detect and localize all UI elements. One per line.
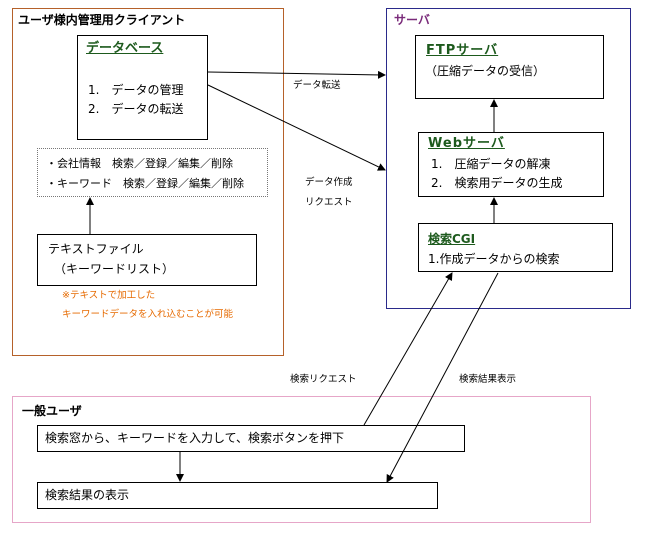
label-data-create-2: リクエスト bbox=[305, 197, 353, 208]
cgi-title: 検索CGI bbox=[428, 232, 476, 246]
database-box bbox=[77, 35, 208, 140]
cgi-box bbox=[418, 223, 613, 272]
label-search-result: 検索結果表示 bbox=[459, 374, 517, 385]
textfile-line2: （キーワードリスト） bbox=[54, 262, 175, 276]
ftp-desc: （圧縮データの受信） bbox=[425, 64, 546, 78]
web-box bbox=[418, 132, 604, 197]
label-search-request: 検索リクエスト bbox=[290, 374, 357, 385]
client-title: ユーザ様内管理用クライアント bbox=[18, 13, 186, 27]
note-line1: ※テキストで加工した bbox=[62, 290, 156, 301]
user-step1: 検索窓から、キーワードを入力して、検索ボタンを押下 bbox=[45, 431, 345, 445]
database-title: データベース bbox=[86, 41, 164, 56]
info-company: ・会社情報 検索／登録／編集／削除 bbox=[46, 157, 233, 170]
cgi-desc: 1.作成データからの検索 bbox=[428, 252, 560, 266]
client-panel bbox=[12, 8, 284, 356]
user-step2-box bbox=[37, 482, 438, 509]
textfile-line1: テキストファイル bbox=[48, 242, 144, 256]
arrow-search-request bbox=[363, 272, 453, 426]
database-item-2: 2. データの転送 bbox=[88, 102, 184, 116]
user-step1-box bbox=[37, 425, 465, 452]
server-panel bbox=[386, 8, 631, 309]
user-step2: 検索結果の表示 bbox=[45, 488, 130, 502]
web-item-2: 2. 検索用データの生成 bbox=[431, 176, 563, 190]
textfile-box bbox=[37, 234, 257, 286]
user-title: 一般ユーザ bbox=[22, 404, 82, 418]
info-keyword: ・キーワード 検索／登録／編集／削除 bbox=[46, 177, 244, 190]
ftp-title: FTPサーバ bbox=[426, 43, 499, 58]
ftp-box bbox=[415, 35, 604, 99]
info-box bbox=[37, 148, 268, 197]
web-title: Webサーバ bbox=[428, 136, 505, 151]
server-title: サーバ bbox=[394, 13, 430, 27]
label-data-transfer: データ転送 bbox=[293, 80, 341, 91]
user-panel bbox=[12, 396, 591, 523]
arrow-search-result bbox=[386, 272, 499, 483]
label-data-create-1: データ作成 bbox=[305, 177, 353, 188]
arrow-db-to-web bbox=[207, 84, 386, 171]
note-line2: キーワードデータを入れ込むことが可能 bbox=[62, 309, 234, 320]
web-item-1: 1. 圧縮データの解凍 bbox=[431, 157, 551, 171]
database-item-1: 1. データの管理 bbox=[88, 83, 184, 97]
arrow-db-to-ftp bbox=[207, 70, 386, 79]
